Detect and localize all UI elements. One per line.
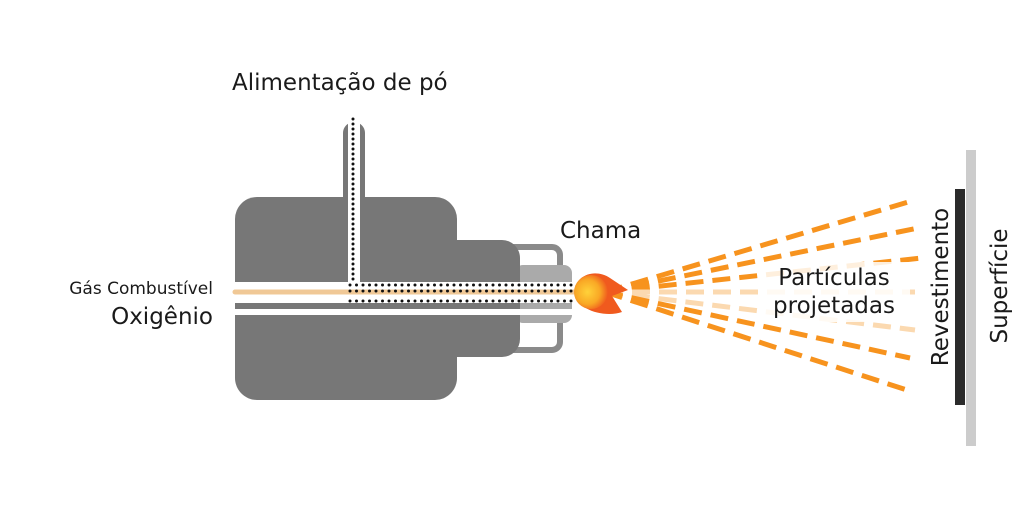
surface xyxy=(966,150,976,446)
flame-icon xyxy=(574,273,628,314)
particles-label-line2: projetadas xyxy=(773,293,895,319)
surface-label: Superfície xyxy=(987,228,1013,343)
powder-feed-label: Alimentação de pó xyxy=(232,70,448,96)
spray-line xyxy=(604,289,911,361)
fuel-gas-label: Gás Combustível xyxy=(69,279,213,299)
oxygen-label: Oxigênio xyxy=(111,304,213,330)
coating-label: Revestimento xyxy=(928,208,954,366)
coating xyxy=(955,189,965,405)
flame-label: Chama xyxy=(560,218,641,244)
spray-line xyxy=(604,289,916,333)
particles-label-line1: Partículas xyxy=(778,265,890,291)
oxygen-channel xyxy=(235,309,575,315)
spray-gun xyxy=(232,117,583,400)
